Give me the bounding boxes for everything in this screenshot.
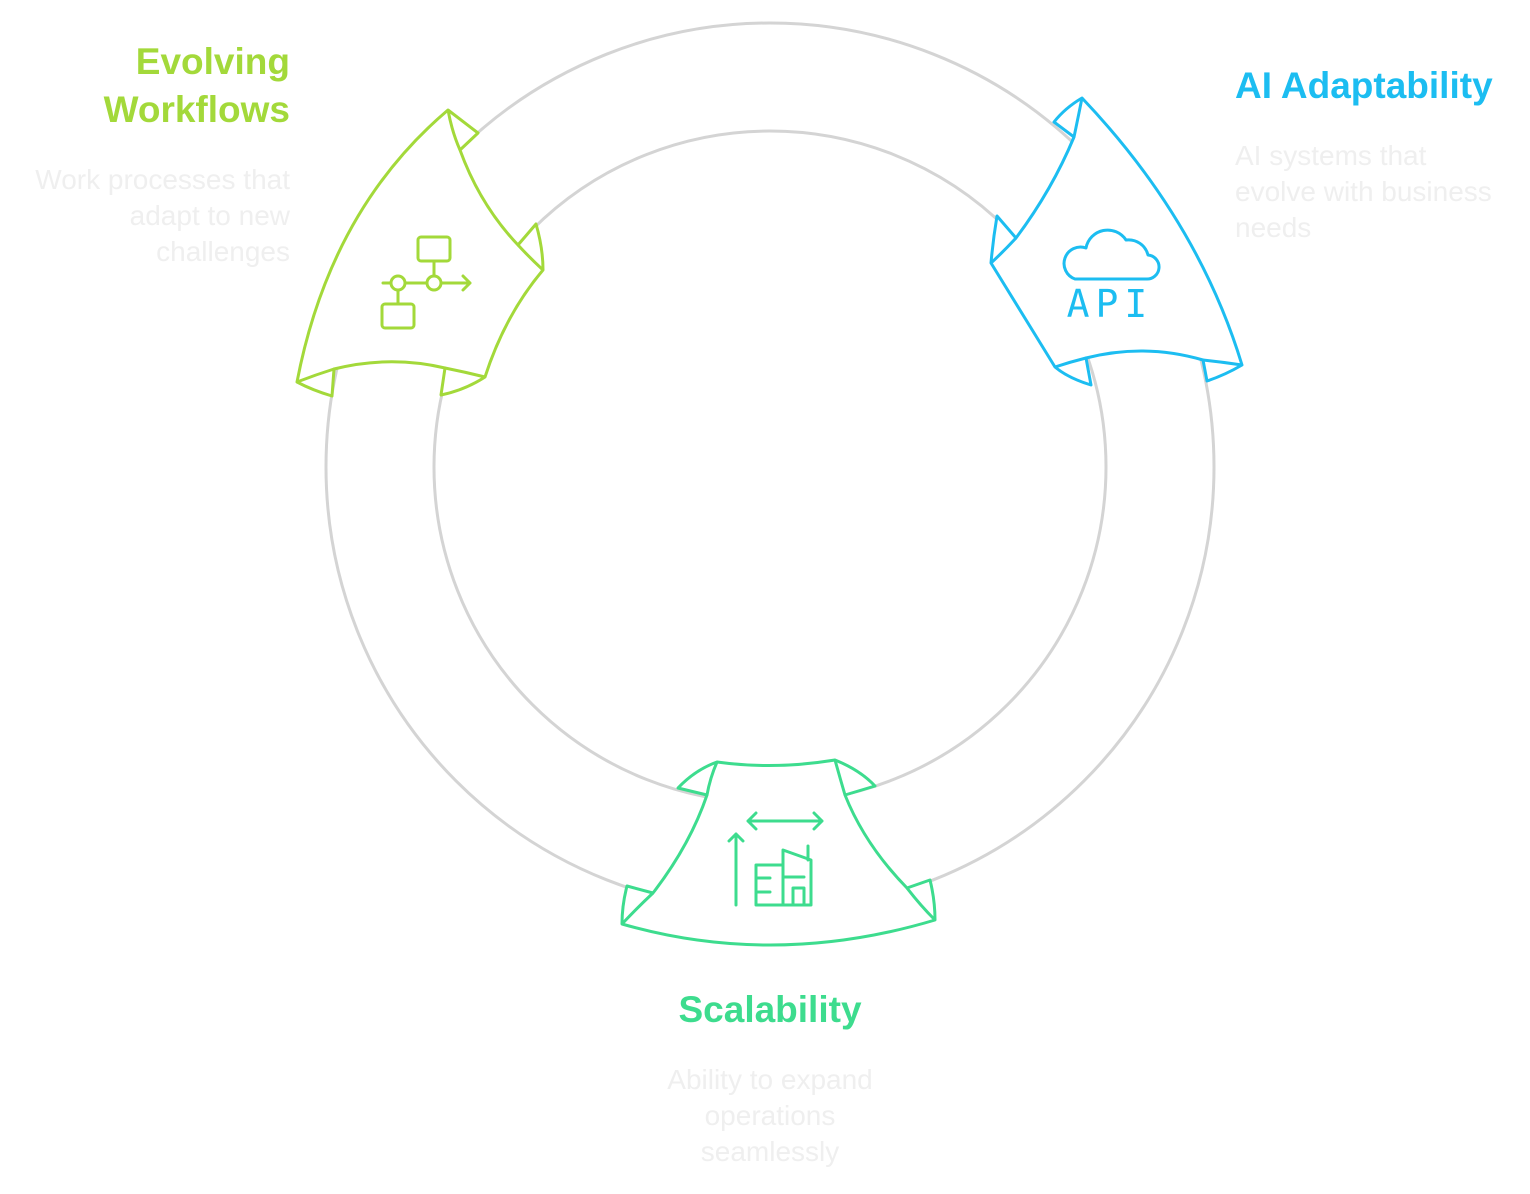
desc-line: needs [1235, 212, 1312, 243]
desc-line: challenges [156, 236, 290, 267]
scalability-title: Scalability [678, 989, 862, 1030]
evolving-workflows-title: Evolving Workflows [104, 38, 290, 134]
desc-line: adapt to new [129, 200, 290, 231]
evolving-workflows-arrow [295, 108, 545, 398]
title-line: Evolving [135, 41, 290, 82]
desc-line: seamlessly [700, 1136, 840, 1167]
ai-adaptability-arrow [989, 96, 1244, 387]
api-icon-label: API [1067, 282, 1154, 326]
ai-adaptability-title: AI Adaptability [1235, 65, 1493, 106]
ai-adaptability-description: AI systems that evolve with business nee… [1235, 138, 1492, 246]
scalability-description: Ability to expand operations seamlessly [570, 1062, 970, 1170]
evolving-workflows-description: Work processes that adapt to new challen… [35, 162, 290, 270]
desc-line: operations [704, 1100, 836, 1131]
title-line: Workflows [103, 89, 290, 130]
scalability-arrow [620, 758, 937, 947]
scaling-building-icon [727, 811, 824, 907]
cloud-api-icon: API [1062, 228, 1161, 326]
workflow-diagram-icon [380, 235, 472, 330]
desc-line: evolve with business [1235, 176, 1492, 207]
desc-line: Work processes that [35, 164, 290, 195]
desc-line: Ability to expand [667, 1064, 873, 1095]
desc-line: AI systems that [1235, 140, 1427, 171]
